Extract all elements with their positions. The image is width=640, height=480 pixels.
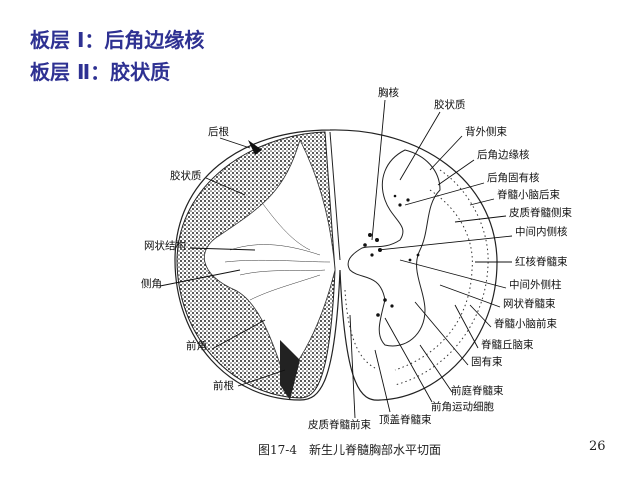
- title-lamina-2: 板层 Ⅱ：胶状质: [30, 60, 171, 84]
- label-rubrospinal-tract: 红核脊髓束: [515, 256, 568, 268]
- label-thoracic-nucleus: 胸核: [378, 87, 399, 99]
- label-reticular-formation: 网状结构: [144, 240, 186, 252]
- label-reticulospinal-tract: 网状脊髓束: [503, 298, 556, 310]
- label-tectospinal-tract: 顶盖脊髓束: [379, 414, 432, 426]
- label-ventral-root: 前根: [213, 380, 234, 392]
- dorsal-root: [248, 140, 262, 155]
- page-number: 26: [589, 439, 606, 454]
- label-vestibulospinal-tract: 前庭脊髓束: [451, 385, 504, 397]
- title-lamina-1: 板层 Ⅰ：后角边缘核: [30, 28, 205, 52]
- label-intermediomedial-nucleus: 中间内侧核: [515, 226, 568, 238]
- leader-lines: [159, 99, 513, 419]
- ventral-root: [280, 340, 300, 400]
- label-anterior-horn-motor-cells: 前角运动细胞: [431, 401, 494, 413]
- label-dorsal-root: 后根: [208, 126, 229, 138]
- label-posteromarginal-nucleus: 后角边缘核: [477, 149, 530, 161]
- label-anterior-horn: 前角: [186, 340, 207, 352]
- label-intermediolateral-column: 中间外侧柱: [509, 279, 562, 291]
- label-lateral-horn: 侧角: [141, 278, 162, 290]
- label-fasciculus-proprius: 固有束: [471, 356, 503, 368]
- label-gelatinous-substance-left: 胶状质: [170, 170, 202, 182]
- label-spinothalamic-tract: 脊髓丘脑束: [481, 339, 534, 351]
- figure-caption: 图17-4 新生儿脊髓胸部水平切面: [258, 443, 441, 457]
- label-posterior-spinocerebellar-tract: 脊髓小脑后束: [497, 189, 560, 201]
- left-grey-matter: [204, 138, 336, 381]
- label-gelatinous-substance-right: 胶状质: [434, 99, 466, 111]
- label-nucleus-proprius: 后角固有核: [487, 172, 540, 184]
- label-dorsolateral-tract: 背外侧束: [465, 126, 507, 138]
- label-anterior-spinocerebellar-tract: 脊髓小脑前束: [494, 318, 557, 330]
- label-lateral-corticospinal-tract: 皮质脊髓侧束: [509, 207, 572, 219]
- label-anterior-corticospinal-tract: 皮质脊髓前束: [308, 419, 371, 431]
